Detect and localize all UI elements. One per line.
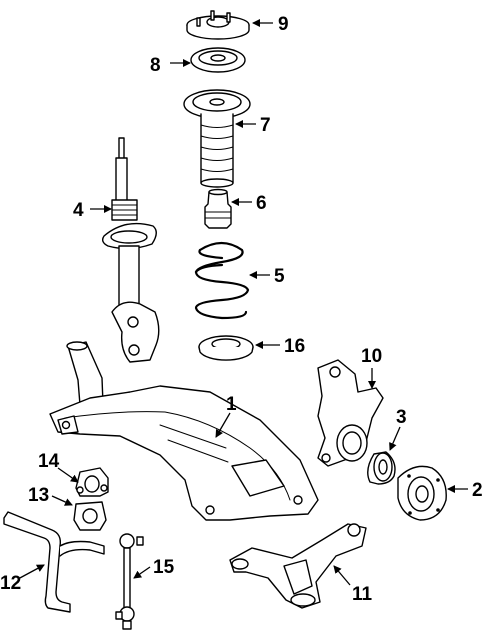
- leader-arrow-1: [215, 412, 231, 438]
- front-crossmember: [49, 341, 319, 521]
- callout-13: 13: [28, 485, 49, 506]
- callout-5: 5: [274, 266, 285, 287]
- callout-8: 8: [150, 55, 161, 76]
- strut-assembly: [101, 137, 160, 363]
- strut-bearing: [190, 47, 246, 73]
- coil-spring: [194, 241, 250, 320]
- leader-arrow-14: [57, 467, 79, 483]
- stabilizer-bushing: [73, 501, 107, 531]
- bump-stop: [204, 188, 232, 229]
- leader-arrow-12: [17, 564, 45, 580]
- leader-arrow-15: [133, 566, 151, 579]
- leader-arrow-11: [333, 565, 351, 586]
- callout-labels: 9 8 7 6 5 16 4 10 1 3 2 14 13 12 15 11: [0, 14, 483, 605]
- callout-7: 7: [260, 115, 271, 136]
- stabilizer-link: [115, 533, 144, 630]
- callout-1: 1: [226, 394, 237, 415]
- callout-12: 12: [0, 573, 21, 594]
- spring-seat-and-boot: [183, 89, 251, 188]
- wheel-bearing: [367, 451, 396, 485]
- callout-6: 6: [256, 193, 267, 214]
- lower-spring-insulator: [198, 335, 254, 361]
- stabilizer-bracket: [75, 467, 109, 497]
- callout-16: 16: [284, 336, 305, 357]
- stabilizer-bar: [3, 511, 105, 613]
- leader-arrow-13: [51, 495, 73, 506]
- leader-arrows: [17, 19, 468, 586]
- callout-9: 9: [278, 14, 289, 35]
- callout-3: 3: [396, 407, 407, 428]
- callout-11: 11: [352, 584, 373, 605]
- steering-knuckle: [317, 359, 384, 467]
- callout-2: 2: [472, 480, 483, 501]
- callout-14: 14: [38, 451, 60, 472]
- callout-10: 10: [361, 346, 382, 367]
- callout-15: 15: [153, 557, 175, 578]
- wheel-hub: [397, 465, 447, 521]
- callout-4: 4: [73, 200, 84, 221]
- leader-arrow-3: [389, 426, 401, 451]
- lower-control-arm: [229, 523, 367, 609]
- strut-mount: [186, 10, 250, 40]
